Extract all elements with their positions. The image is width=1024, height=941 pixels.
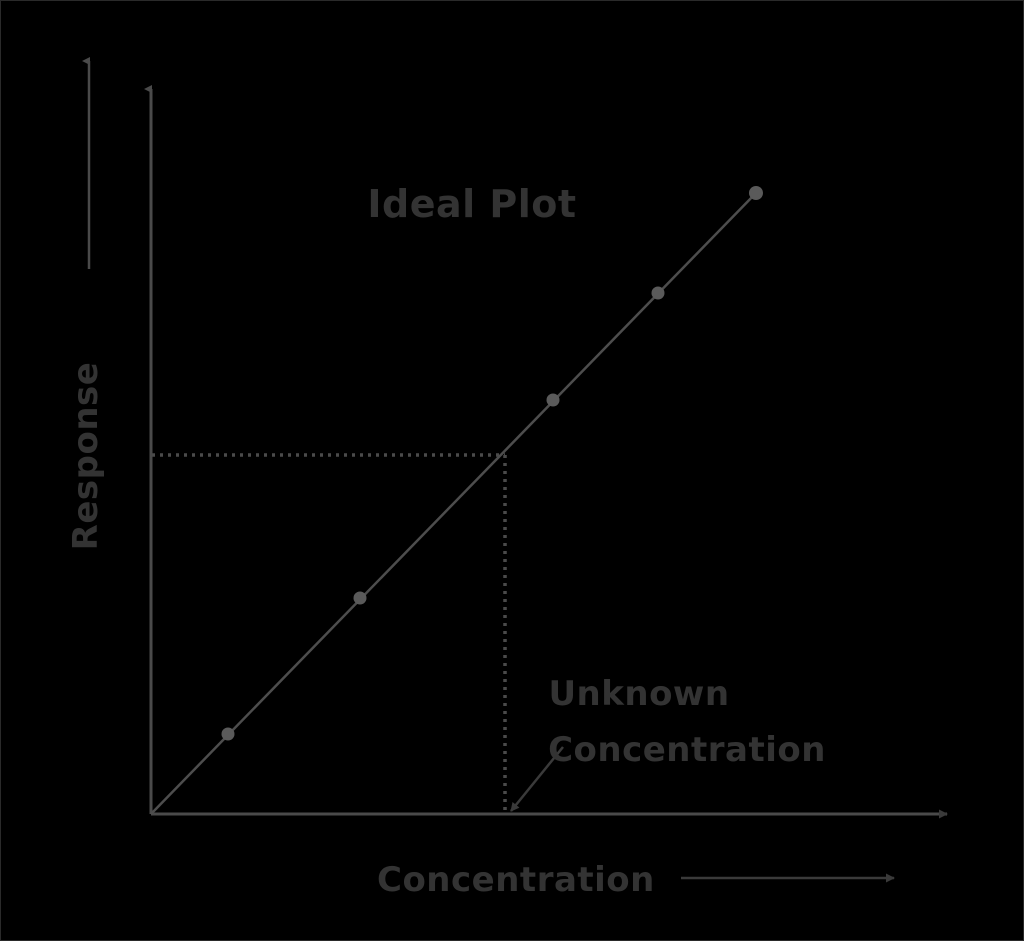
data-point-marker bbox=[749, 186, 763, 200]
x-axis-label: Concentration bbox=[377, 860, 655, 900]
data-point-marker bbox=[221, 727, 235, 741]
calibration-trend-line bbox=[150, 192, 757, 815]
data-point-marker bbox=[651, 286, 665, 300]
unknown-annotation-line2: Concentration bbox=[548, 730, 826, 770]
unknown-concentration-pointer bbox=[510, 746, 564, 812]
unknown-annotation-line1: Unknown bbox=[548, 674, 729, 714]
data-point-marker bbox=[353, 591, 367, 605]
data-point-marker bbox=[546, 393, 560, 407]
plot-title: Ideal Plot bbox=[367, 182, 576, 226]
y-axis-label: Response bbox=[66, 362, 106, 551]
